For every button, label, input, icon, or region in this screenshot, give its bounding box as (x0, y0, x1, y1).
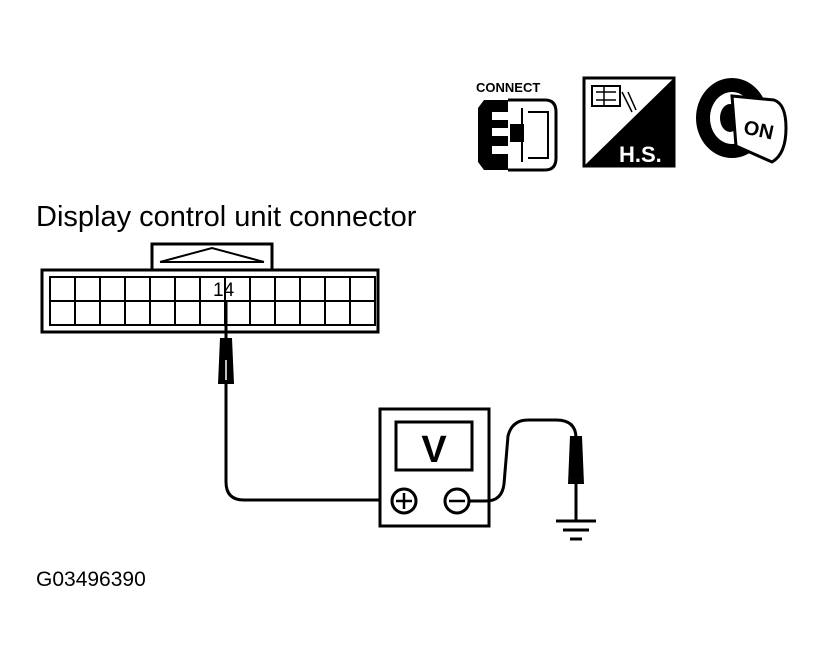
figure-code: G03496390 (36, 568, 146, 591)
harness-sign-label: H.S. (619, 142, 662, 167)
ground-probe (469, 418, 584, 520)
connector-cavity (274, 300, 301, 326)
voltmeter: V (378, 407, 491, 528)
connect-icon-label: CONNECT (476, 80, 540, 95)
connector-cavity (99, 300, 126, 326)
harness-sign-icon: H.S. (582, 76, 676, 168)
connector-cavity (324, 276, 351, 302)
connector-cavity (249, 276, 276, 302)
connector-cavity (274, 276, 301, 302)
display-control-unit-connector: 14 (40, 242, 380, 334)
connector-cavity (299, 276, 326, 302)
negative-terminal (443, 487, 471, 515)
ground-icon (556, 519, 596, 541)
connector-cavity (324, 300, 351, 326)
connector-cavity (174, 276, 201, 302)
connector-cavity (349, 300, 376, 326)
connect-icon: CONNECT (476, 80, 558, 172)
connector-pin-grid (49, 276, 376, 326)
voltmeter-symbol: V (421, 429, 447, 471)
ignition-key-icon: ON (696, 78, 788, 164)
connector-cavity (49, 276, 76, 302)
connector-cavity (149, 300, 176, 326)
connector-cavity (149, 276, 176, 302)
positive-terminal (390, 487, 418, 515)
connector-cavity (174, 300, 201, 326)
connector-cavity (124, 276, 151, 302)
connector-cavity (249, 300, 276, 326)
pin-14-label: 14 (213, 280, 235, 301)
connector-cavity (349, 276, 376, 302)
connector-cavity (74, 300, 101, 326)
connector-cavity (199, 300, 226, 326)
connector-cavity (224, 300, 251, 326)
connector-cavity (299, 300, 326, 326)
positive-probe (218, 302, 392, 502)
connector-cavity (99, 276, 126, 302)
connector-cavity (49, 300, 76, 326)
connector-cavity (124, 300, 151, 326)
connector-cavity (74, 276, 101, 302)
connector-title: Display control unit connector (36, 201, 417, 233)
